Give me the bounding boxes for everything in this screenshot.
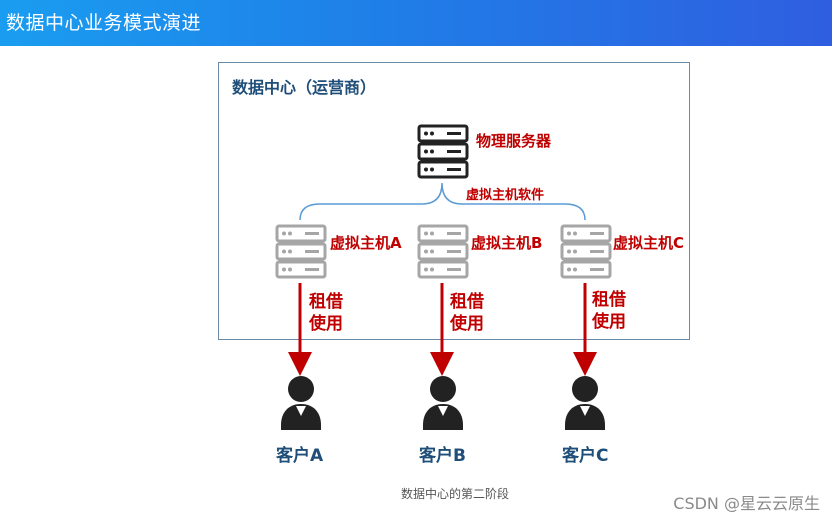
virtual-host-b-icon — [417, 224, 469, 279]
virtual-host-a-label: 虚拟主机A — [330, 234, 402, 252]
vm-software-label: 虚拟主机软件 — [466, 188, 545, 203]
client-a-person-icon — [281, 376, 321, 430]
rent-label: 租借 — [450, 292, 484, 312]
figure-caption: 数据中心的第二阶段 — [400, 487, 509, 501]
physical-server-label: 物理服务器 — [476, 132, 552, 150]
virtual-host-b-label: 虚拟主机B — [471, 234, 543, 252]
rent-label: 租借 — [592, 290, 626, 310]
title-bar: 数据中心业务模式演进 — [0, 0, 832, 46]
physical-server-icon — [417, 124, 469, 179]
page-title: 数据中心业务模式演进 — [6, 12, 202, 34]
client-c-person-icon — [565, 376, 605, 430]
datacenter-frame — [218, 62, 690, 340]
virtual-host-a-icon — [275, 224, 327, 279]
datacenter-label: 数据中心（运营商） — [232, 78, 377, 97]
virtual-host-c-label: 虚拟主机C — [613, 234, 685, 252]
client-c-label: 客户C — [562, 446, 609, 466]
rent-use-label-b: 租借 使用 — [450, 291, 484, 335]
client-a-label: 客户A — [276, 446, 324, 466]
virtual-host-c-icon — [560, 224, 612, 279]
rent-use-label-c: 租借 使用 — [592, 289, 626, 333]
watermark: CSDN @星云云原生 — [673, 494, 820, 513]
rent-label: 租借 — [309, 292, 343, 312]
client-b-label: 客户B — [419, 446, 466, 466]
use-label: 使用 — [309, 314, 343, 334]
use-label: 使用 — [450, 314, 484, 334]
client-b-person-icon — [423, 376, 463, 430]
vm-software-bracket — [299, 182, 586, 221]
rent-use-label-a: 租借 使用 — [309, 291, 343, 335]
use-label: 使用 — [592, 312, 626, 332]
